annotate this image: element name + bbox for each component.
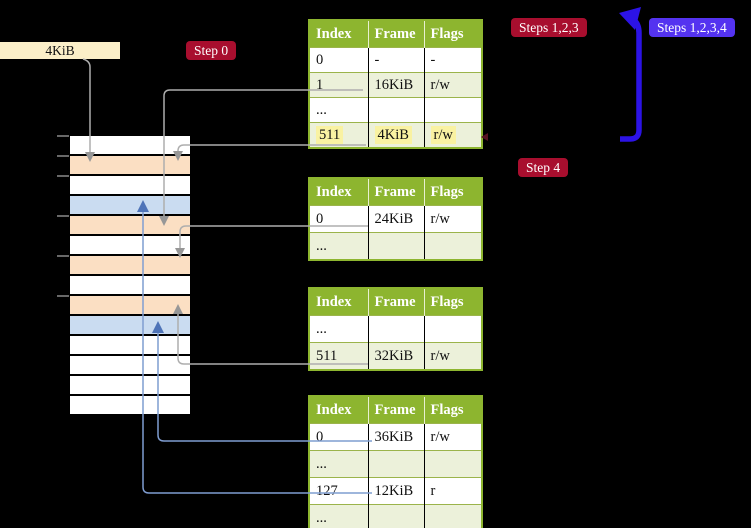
memory-frame-empty (70, 136, 190, 154)
cell-index: 0 (309, 47, 368, 73)
cell-flags: r/w (423, 423, 482, 451)
column-header-index: Index (309, 20, 368, 48)
badge-steps-1-2-3-4: Steps 1,2,3,4 (649, 18, 735, 37)
highlighted-value: 4KiB (374, 125, 412, 144)
highlighted-value: r/w (430, 125, 456, 144)
cell-frame: - (367, 47, 424, 73)
memory-frame-table (70, 296, 190, 314)
highlighted-value: 511 (316, 125, 344, 144)
cell-flags (423, 504, 482, 528)
cell-index: ... (309, 504, 368, 528)
memory-frame-table (70, 216, 190, 234)
memory-frame-empty (70, 236, 190, 254)
cell-index: 511 (309, 342, 368, 370)
memory-frame-empty (70, 276, 190, 294)
memory-frame-empty (70, 176, 190, 194)
column-header-flags: Flags (423, 178, 482, 206)
address-tick-marks (57, 135, 69, 297)
column-header-flags: Flags (423, 288, 482, 316)
badge-step-0: Step 0 (186, 41, 237, 60)
recursive-loop-arrow (619, 7, 642, 142)
frame-size-label: 4KiB (0, 42, 120, 59)
cell-frame: 32KiB (367, 342, 424, 370)
cell-index: ... (309, 450, 368, 478)
table-row: ... (309, 315, 482, 343)
cell-flags (423, 315, 482, 343)
memory-frame-page (70, 316, 190, 334)
table-row: 511 4KiB r/w (309, 122, 482, 148)
table-row: ... (309, 504, 482, 528)
cell-flags: r/w (423, 342, 482, 370)
memory-frame-empty (70, 356, 190, 374)
cell-frame (367, 97, 424, 123)
cell-index: ... (309, 315, 368, 343)
cell-index: ... (309, 232, 368, 260)
memory-strip (70, 136, 190, 416)
cell-index: 0 (309, 205, 368, 233)
cell-flags (423, 232, 482, 260)
badge-steps-1-2-3: Steps 1,2,3 (511, 18, 587, 37)
cell-index: ... (309, 97, 368, 123)
column-header-frame: Frame (367, 288, 424, 316)
column-header-index: Index (309, 288, 368, 316)
cell-frame (367, 232, 424, 260)
memory-frame-empty (70, 336, 190, 354)
cell-frame (367, 504, 424, 528)
cell-flags: r/w (423, 122, 482, 148)
cell-flags: r (423, 477, 482, 505)
column-header-flags: Flags (423, 20, 482, 48)
table-row: 0-- (309, 47, 482, 73)
memory-frame-page (70, 196, 190, 214)
cell-index: 1 (309, 72, 368, 98)
cell-flags (423, 450, 482, 478)
cell-flags (423, 97, 482, 123)
column-header-index: Index (309, 178, 368, 206)
cell-index: 127 (309, 477, 368, 505)
cell-frame: 12KiB (367, 477, 424, 505)
column-header-frame: Frame (367, 178, 424, 206)
cell-flags: r/w (423, 72, 482, 98)
badge-step-4: Step 4 (518, 158, 569, 177)
table-row: ... (309, 97, 482, 123)
cell-frame: 36KiB (367, 423, 424, 451)
cell-flags: r/w (423, 205, 482, 233)
table-row: ... (309, 232, 482, 260)
memory-frame-table (70, 156, 190, 174)
cell-frame (367, 315, 424, 343)
column-header-frame: Frame (367, 20, 424, 48)
memory-frame-empty (70, 396, 190, 414)
memory-frame-empty (70, 376, 190, 394)
table-row: ... (309, 450, 482, 478)
column-header-flags: Flags (423, 396, 482, 424)
cell-index: 511 (309, 122, 368, 148)
cell-index: 0 (309, 423, 368, 451)
cell-frame: 24KiB (367, 205, 424, 233)
cell-frame: 4KiB (367, 122, 424, 148)
cell-frame (367, 450, 424, 478)
column-header-frame: Frame (367, 396, 424, 424)
column-header-index: Index (309, 396, 368, 424)
cell-frame: 16KiB (367, 72, 424, 98)
memory-frame-table (70, 256, 190, 274)
cell-flags: - (423, 47, 482, 73)
